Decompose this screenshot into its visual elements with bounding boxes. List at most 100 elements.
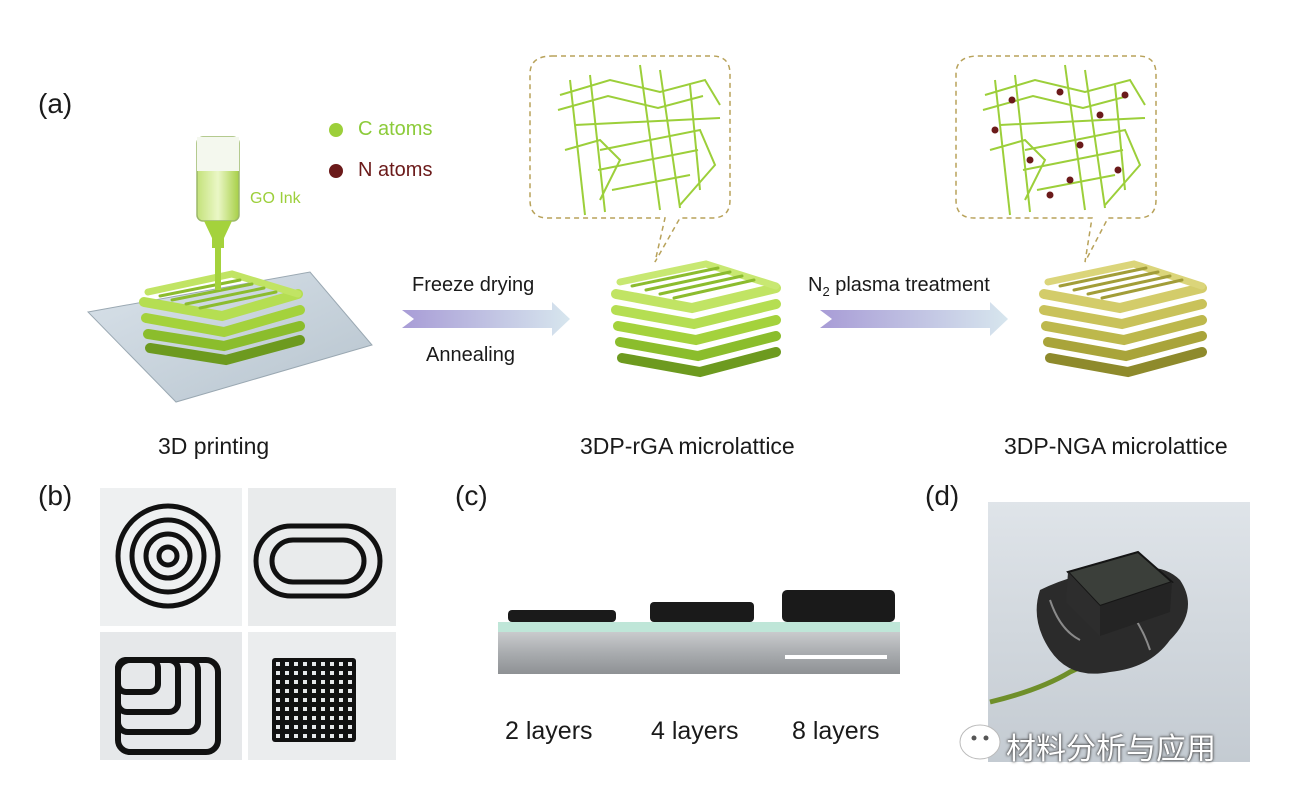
caption-rga-microlattice: 3DP-rGA microlattice xyxy=(580,433,795,459)
grid-hole xyxy=(294,680,298,684)
grid-hole xyxy=(312,734,316,738)
grid-hole xyxy=(276,689,280,693)
grid-hole xyxy=(285,725,289,729)
grid-hole xyxy=(348,716,352,720)
grid-hole xyxy=(339,725,343,729)
annealing-label: Annealing xyxy=(426,344,515,366)
grid-hole xyxy=(339,689,343,693)
spiral-pattern xyxy=(115,503,221,609)
grid-hole xyxy=(312,680,316,684)
grid-hole xyxy=(312,725,316,729)
grid-hole xyxy=(312,698,316,702)
nga-lattice xyxy=(1039,260,1207,378)
printed-lattice xyxy=(139,270,305,366)
grid-hole xyxy=(303,689,307,693)
grid-hole xyxy=(348,698,352,702)
grid-hole xyxy=(303,662,307,666)
grid-hole xyxy=(294,725,298,729)
grid-hole xyxy=(330,734,334,738)
grid-hole xyxy=(276,662,280,666)
grid-hole xyxy=(303,725,307,729)
grid-hole xyxy=(276,725,280,729)
steel-substrate xyxy=(498,632,900,674)
panel-label-a: (a) xyxy=(38,88,73,119)
grid-hole xyxy=(294,707,298,711)
grid-hole xyxy=(312,689,316,693)
grid-hole xyxy=(339,734,343,738)
grid-hole xyxy=(312,662,316,666)
grid-hole xyxy=(321,671,325,675)
syringe-tip xyxy=(204,221,232,238)
go-ink-label: GO Ink xyxy=(250,190,301,207)
nga-atomic-structure xyxy=(982,64,1146,216)
watermark-text: 材料分析与应用 xyxy=(1006,732,1216,767)
grid-hole xyxy=(321,707,325,711)
c-atoms-legend-label: C atoms xyxy=(358,118,433,140)
grid-hole xyxy=(285,671,289,675)
arrow-freeze-drying xyxy=(402,302,570,336)
grid-hole xyxy=(348,680,352,684)
sample-2-layers xyxy=(508,610,616,622)
grid-hole xyxy=(294,671,298,675)
grid-hole xyxy=(348,689,352,693)
caption-3d-printing: 3D printing xyxy=(158,433,270,459)
grid-hole xyxy=(285,698,289,702)
grid-hole xyxy=(321,662,325,666)
grid-hole xyxy=(285,707,289,711)
wechat-logo-icon xyxy=(959,724,1001,760)
grid-hole xyxy=(339,671,343,675)
grid-hole xyxy=(276,698,280,702)
caption-nga-microlattice: 3DP-NGA microlattice xyxy=(1004,433,1228,459)
grid-hole xyxy=(348,671,352,675)
grid-hole xyxy=(339,698,343,702)
grid-hole xyxy=(294,689,298,693)
rga-atomic-structure xyxy=(557,64,721,216)
panel-label-c: (c) xyxy=(455,480,488,511)
sample-8-layers xyxy=(782,590,895,622)
grid-hole xyxy=(348,707,352,711)
grid-hole xyxy=(330,725,334,729)
grid-hole xyxy=(285,689,289,693)
n-atoms-legend-label: N atoms xyxy=(358,159,433,181)
panel-d-photo xyxy=(988,502,1250,762)
grid-hole xyxy=(276,671,280,675)
grid-hole xyxy=(312,707,316,711)
grid-hole xyxy=(312,671,316,675)
nested-square-pattern xyxy=(115,657,221,755)
grid-hole xyxy=(348,662,352,666)
panel-label-d: (d) xyxy=(925,480,960,511)
grid-hole xyxy=(321,734,325,738)
grid-hole xyxy=(321,698,325,702)
grid-hole xyxy=(303,716,307,720)
c-atoms-legend-dot xyxy=(329,123,343,137)
rga-lattice xyxy=(611,260,781,378)
arrow-plasma-treatment xyxy=(820,302,1008,336)
grid-hole xyxy=(339,707,343,711)
sample-4-layers xyxy=(650,602,754,622)
panel-b-photos xyxy=(100,488,396,760)
n-atoms-legend-dot xyxy=(329,164,343,178)
grid-hole xyxy=(285,680,289,684)
layers-label-8: 8 layers xyxy=(792,717,880,745)
panel-label-b: (b) xyxy=(38,480,73,511)
printing-illustration xyxy=(86,136,373,403)
rga-zoom-bubble xyxy=(529,55,731,263)
grid-hole xyxy=(321,680,325,684)
grid-hole xyxy=(348,734,352,738)
grid-hole xyxy=(285,662,289,666)
scale-bar xyxy=(785,655,887,659)
grid-hole xyxy=(294,698,298,702)
grid-hole xyxy=(321,689,325,693)
panel-c-photo xyxy=(498,590,900,674)
grid-hole xyxy=(303,707,307,711)
grid-hole xyxy=(330,671,334,675)
grid-hole xyxy=(276,680,280,684)
grid-hole xyxy=(303,734,307,738)
grid-hole xyxy=(285,716,289,720)
grid-hole xyxy=(321,716,325,720)
grid-hole xyxy=(330,662,334,666)
grid-hole xyxy=(330,689,334,693)
grid-hole xyxy=(330,680,334,684)
grid-hole xyxy=(312,716,316,720)
grid-hole xyxy=(294,734,298,738)
